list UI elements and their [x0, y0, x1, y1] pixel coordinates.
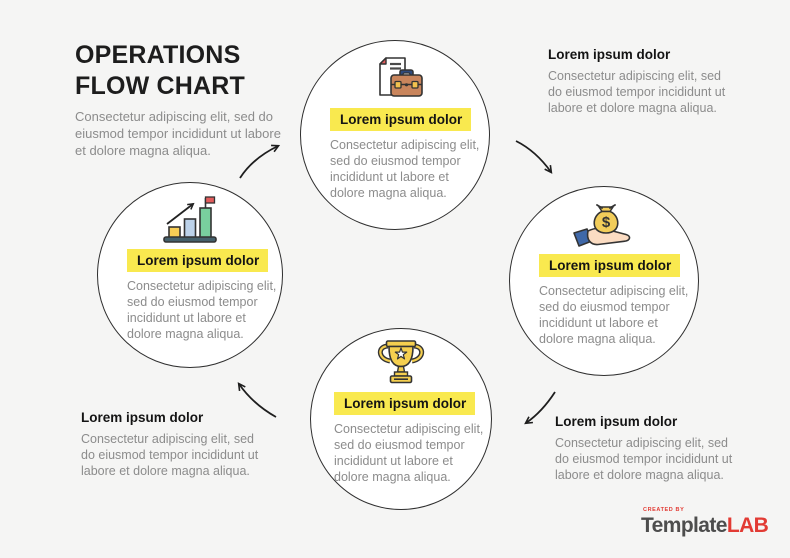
note-label: Lorem ipsum dolor [555, 414, 678, 429]
arrow-top-to-right [515, 140, 553, 174]
page-title-line1: OPERATIONS [75, 41, 241, 69]
growth-chart-icon [154, 195, 226, 245]
note-label: Lorem ipsum dolor [81, 410, 204, 425]
note-top-right: Lorem ipsum dolor Consectetur adipiscing… [548, 47, 726, 116]
page-description: Consectetur adipiscing elit, sed do eius… [75, 109, 281, 158]
step-description: Consectetur adipiscing elit, sed do eius… [330, 138, 480, 200]
logo-brand-suffix: LAB [726, 513, 769, 537]
arrow-right-to-bottom [524, 391, 556, 425]
step-description: Consectetur adipiscing elit, sed do eius… [334, 422, 484, 484]
svg-text:$: $ [602, 214, 611, 231]
step-description: Consectetur adipiscing elit, sed do eius… [539, 284, 689, 346]
logo-created-by: CREATED BY [643, 507, 685, 513]
page-title: OPERATIONS FLOW CHART [75, 40, 305, 101]
step-label: Lorem ipsum dolor [334, 392, 476, 415]
flow-step-left: Lorem ipsum dolor Consectetur adipiscing… [97, 182, 283, 368]
note-description: Consectetur adipiscing elit, sed do eius… [555, 436, 733, 482]
flow-step-top: Lorem ipsum dolor Consectetur adipiscing… [300, 40, 490, 230]
document-briefcase-icon [359, 54, 431, 104]
logo-brand-name: Template [641, 513, 727, 537]
note-bottom-left: Lorem ipsum dolor Consectetur adipiscing… [81, 410, 259, 479]
header: OPERATIONS FLOW CHART Consectetur adipis… [75, 40, 305, 160]
note-description: Consectetur adipiscing elit, sed do eius… [81, 432, 259, 478]
note-description: Consectetur adipiscing elit, sed do eius… [548, 69, 726, 115]
step-label: Lorem ipsum dolor [127, 249, 269, 272]
flow-step-bottom: Lorem ipsum dolor Consectetur adipiscing… [310, 328, 492, 510]
note-label: Lorem ipsum dolor [548, 47, 671, 62]
trophy-icon [365, 338, 437, 388]
step-label: Lorem ipsum dolor [330, 108, 472, 131]
page-title-line2: FLOW CHART [75, 71, 246, 100]
step-description: Consectetur adipiscing elit, sed do eius… [127, 279, 277, 341]
step-label: Lorem ipsum dolor [539, 254, 681, 277]
templatelab-logo: CREATED BY TemplateLAB [641, 507, 769, 537]
money-bag-icon: $ [566, 200, 642, 250]
note-bottom-right: Lorem ipsum dolor Consectetur adipiscing… [555, 414, 733, 483]
flow-step-right: $ Lorem ipsum dolor Consectetur adipisci… [509, 186, 699, 376]
